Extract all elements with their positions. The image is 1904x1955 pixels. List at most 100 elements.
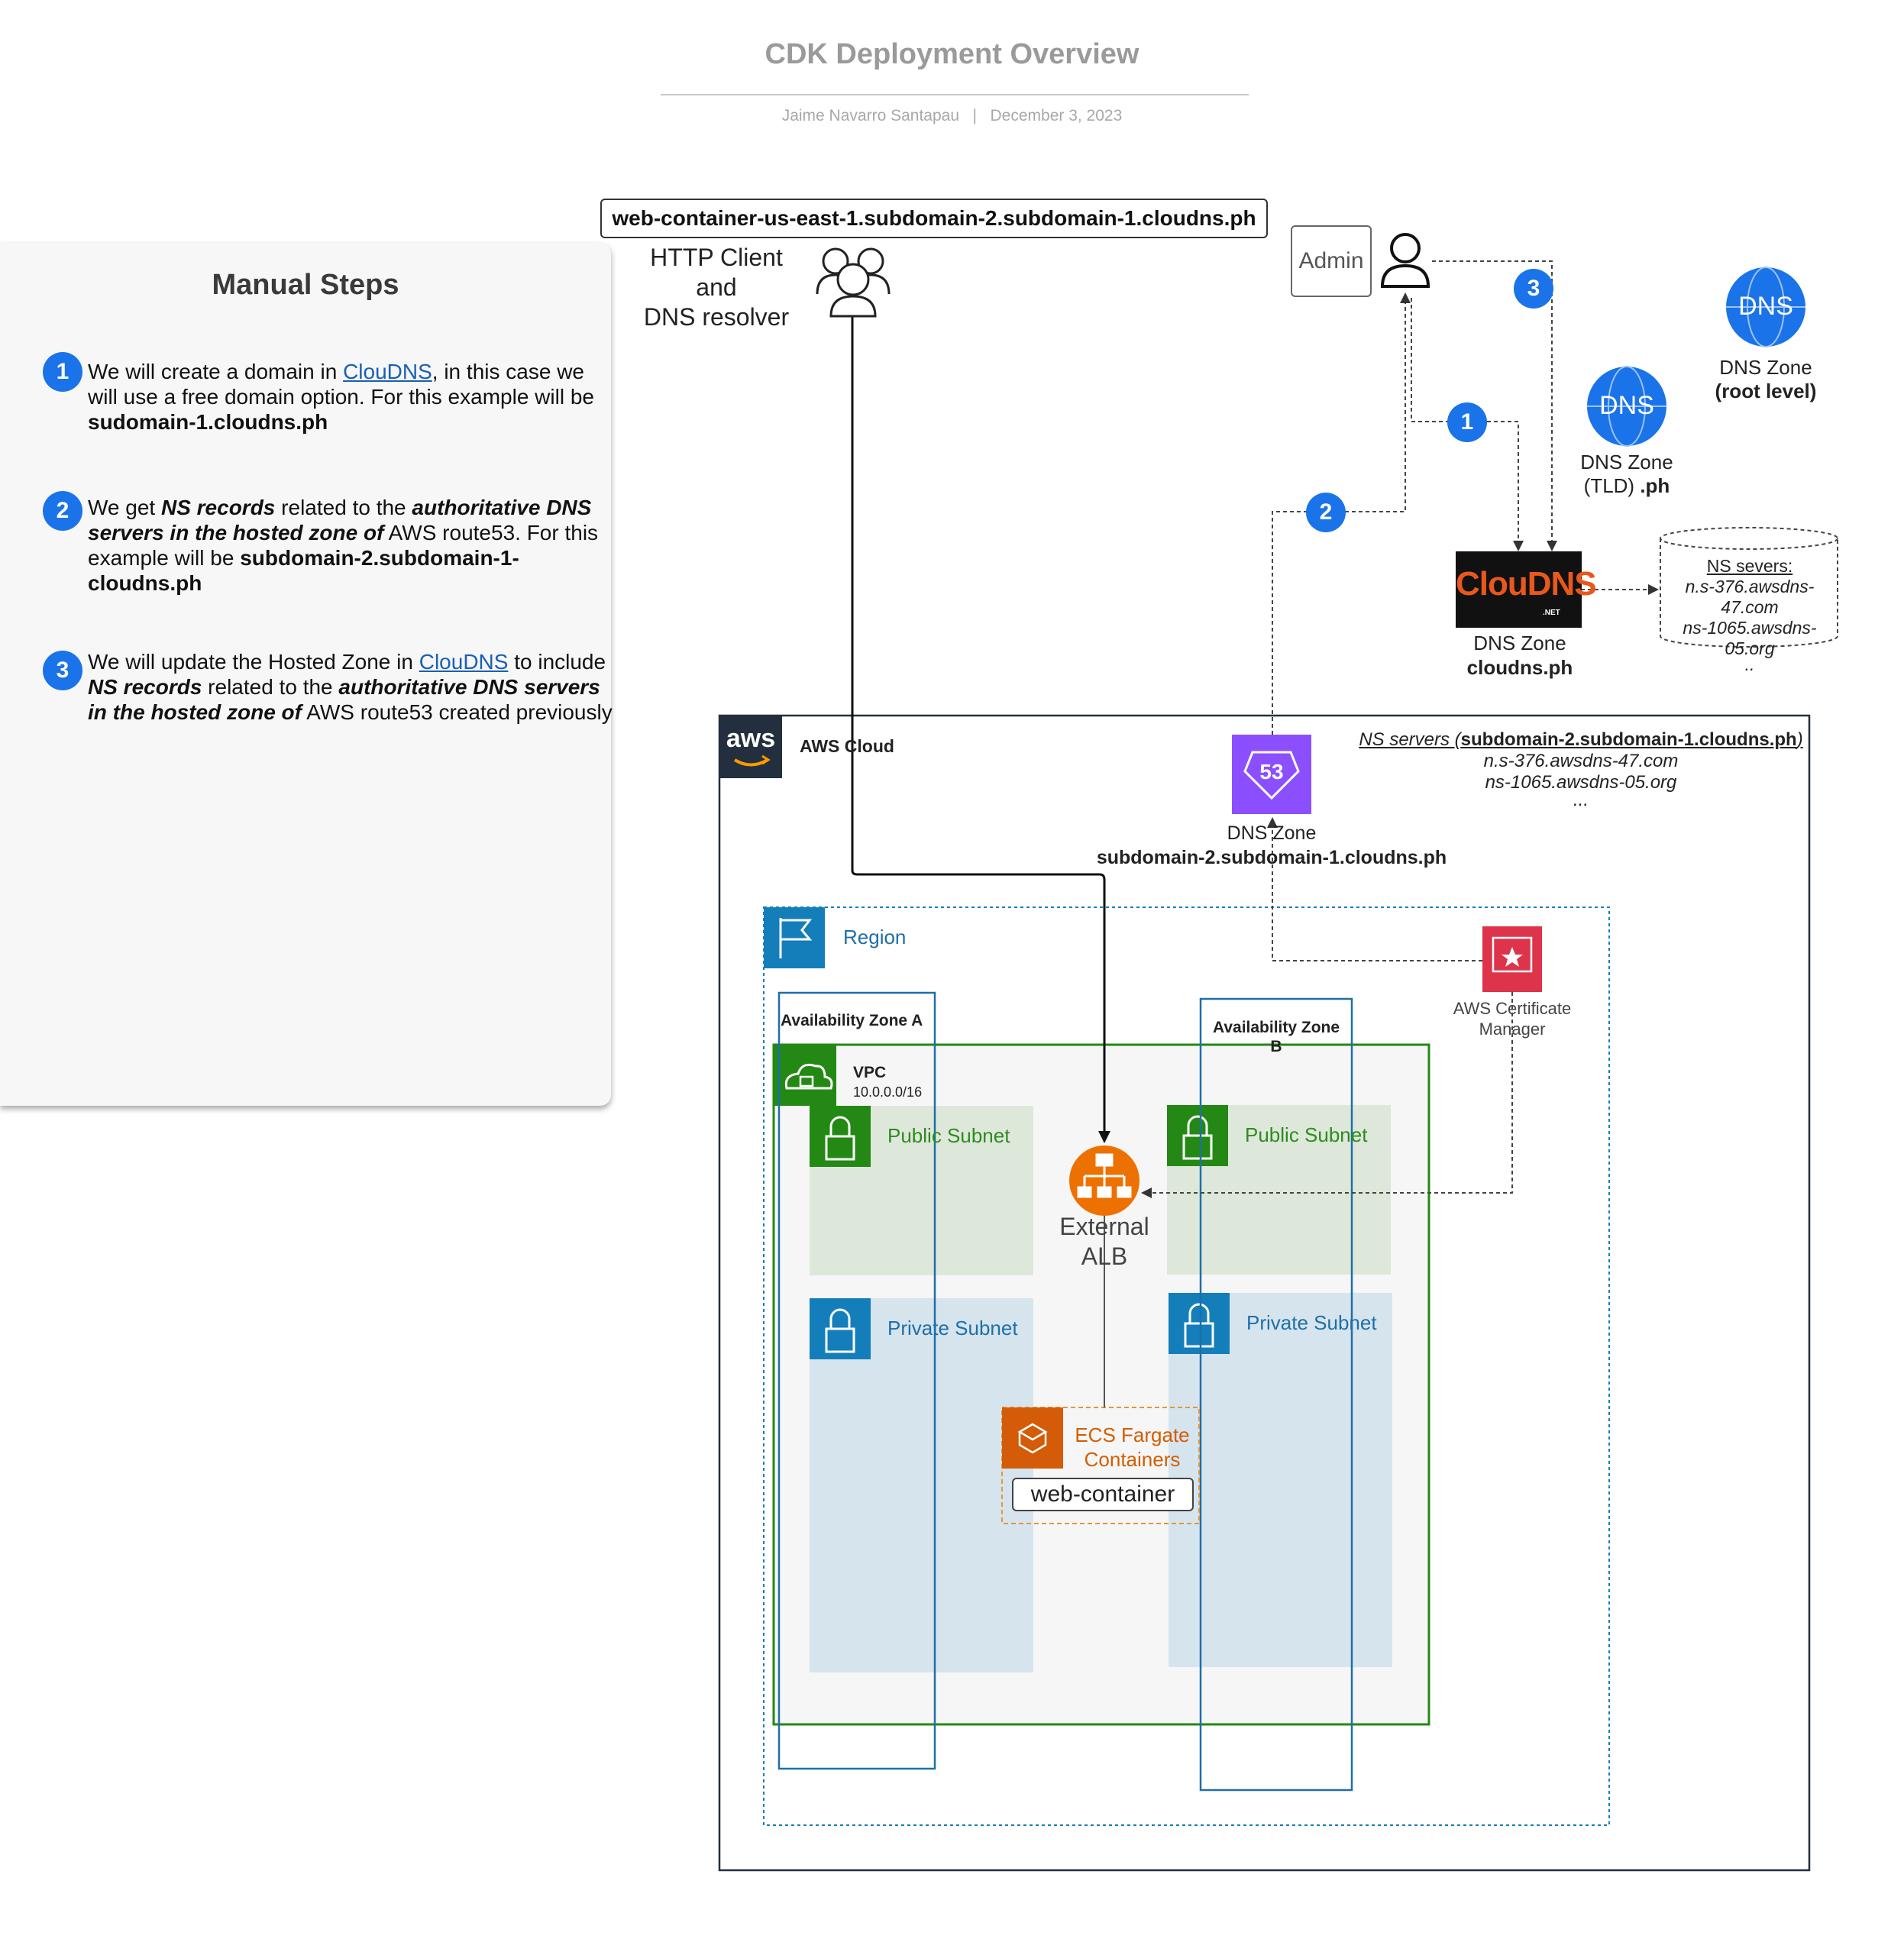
route53-line-1: DNS Zone [1227, 822, 1317, 844]
step-2-ns-records: NS records [160, 496, 276, 519]
cert-route53-arrow [1267, 817, 1482, 961]
public-subnet-a-label: Public Subnet [887, 1124, 1010, 1147]
step-2-domain: subdomain-2.subdomain-1-cloudns.ph [88, 546, 519, 595]
route53-icon [1232, 735, 1311, 814]
dns-root-line-2: (root level) [1715, 380, 1817, 402]
vpc-cidr: 10.0.0.0/16 [853, 1084, 923, 1100]
dns-tld-globe-lines [1587, 366, 1666, 447]
private-subnet-b [1169, 1293, 1392, 1667]
ns-servers-label: NS servers (subdomain-2.subdomain-1.clou… [1344, 729, 1818, 810]
step-1-domain: sudomain-1.cloudns.ph [88, 410, 328, 434]
alb-line-2: ALB [1081, 1242, 1128, 1270]
ns-servers-line-3: ... [1573, 790, 1589, 810]
ns-cylinder-body [1660, 538, 1838, 648]
private-subnet-a-label: Private Subnet [887, 1317, 1018, 1339]
http-client-alb-arrow [851, 317, 1110, 1143]
route53-shield-icon [1243, 751, 1300, 800]
certificate-doc-icon [1492, 936, 1533, 973]
http-client-line-1: HTTP Client [650, 244, 783, 271]
az-b-line-2: B [1270, 1038, 1282, 1055]
http-client-users-icon [816, 247, 891, 318]
alb-label: External ALB [1028, 1212, 1181, 1272]
route53-icon-text: 53 [1259, 760, 1284, 784]
aws-logo-icon [719, 716, 782, 778]
step-1-text-b: , in this case we will use a free domain… [88, 360, 594, 409]
route53-label: DNS Zone subdomain-2.subdomain-1.cloudns… [1054, 821, 1489, 870]
ns-cylinder-line-2: ns-1065.awsdns-05.org [1683, 618, 1817, 658]
dns-tld-line-2b: .ph [1640, 474, 1670, 497]
step-2-text-a: We get [88, 496, 161, 519]
az-b-label: Availability Zone B [1201, 1018, 1352, 1056]
flag-shape-icon [779, 918, 813, 958]
step-3-authoritative: authoritative DNS servers in the hosted … [88, 675, 600, 724]
step-3-text-c: related to the [202, 675, 339, 699]
ns-cylinder-line-3: .. [1744, 654, 1755, 674]
ns-servers-suffix: ) [1796, 729, 1803, 750]
step-3-text-b: to include [508, 650, 606, 674]
step-2-text-b: related to the [275, 496, 412, 519]
diagram-badge-3: 3 [1514, 269, 1553, 309]
step-1-text: We will create a domain in ClouDNS, in t… [88, 359, 615, 435]
vpc-cloud-icon [774, 1045, 836, 1106]
step-2-text-c: AWS route53. For this example will be [88, 521, 599, 570]
cloudns-line-1: DNS Zone [1473, 632, 1566, 654]
author: Jaime Navarro Santapau [781, 107, 959, 124]
availability-zone-a [777, 991, 936, 1770]
ns-servers-prefix: NS servers ( [1359, 729, 1461, 750]
cloudns-line-2: cloudns.ph [1466, 656, 1573, 679]
ns-cylinder-line-1: n.s-376.awsdns-47.com [1685, 577, 1815, 617]
ecs-line-1: ECS Fargate [1075, 1423, 1190, 1446]
az-b-line-1: Availability Zone [1212, 1019, 1340, 1036]
cert-manager-label: AWS Certificate Manager [1436, 998, 1589, 1039]
step-1-text-a: We will create a domain in [88, 360, 344, 383]
dns-tld-label: DNS Zone (TLD) .ph [1550, 451, 1703, 498]
separator: | [972, 107, 977, 124]
ecs-cube-icon [1017, 1423, 1048, 1454]
lock-glyphs [825, 1115, 1214, 1353]
vpc-label: VPC [853, 1064, 887, 1081]
aws-logo-text: aws [726, 724, 776, 753]
http-client-label: HTTP Client and DNS resolver [625, 243, 808, 332]
step-3-text: We will update the Hosted Zone in ClouDN… [88, 649, 615, 725]
http-client-line-3: DNS resolver [643, 303, 790, 331]
cert-manager-line-2: Manager [1479, 1020, 1546, 1039]
private-subnet-b-label: Private Subnet [1246, 1311, 1377, 1334]
region-boundary [763, 906, 1610, 1826]
region-label: Region [843, 926, 907, 948]
private-subnet-a [810, 1298, 1033, 1672]
cloudns-logo-text: ClouDNS [1456, 565, 1597, 603]
cloud-lock-body-icon [799, 1075, 814, 1087]
diagram-badge-2: 2 [1306, 493, 1346, 532]
ns-servers-line-2: ns-1065.awsdns-05.org [1485, 772, 1677, 793]
cloudns-logo-suffix: .NET [1543, 609, 1560, 617]
dns-tld-line-2a: (TLD) [1583, 474, 1641, 497]
certificate-star-icon [1502, 947, 1523, 967]
dns-tld-icon-text: DNS [1599, 391, 1654, 420]
cloudns-link-2[interactable]: ClouDNS [419, 650, 509, 674]
cert-manager-line-1: AWS Certificate [1453, 999, 1572, 1018]
step-3-badge: 3 [43, 651, 82, 690]
ns-servers-line-1: n.s-376.awsdns-47.com [1483, 751, 1679, 771]
ns-cylinder-top [1660, 527, 1838, 550]
aws-cloud-boundary [718, 714, 1811, 1872]
route53-line-2: subdomain-2.subdomain-1.cloudns.ph [1096, 847, 1447, 868]
cloudns-label: DNS Zone cloudns.ph [1436, 631, 1604, 680]
manual-steps-panel [0, 243, 611, 1106]
ecs-label: ECS Fargate Containers [1069, 1423, 1195, 1472]
web-container-box: web-container [1012, 1478, 1194, 1511]
public-subnet-b-label: Public Subnet [1245, 1123, 1368, 1146]
az-a-label: Availability Zone A [781, 1012, 923, 1029]
cloud-lock-icon [784, 1063, 833, 1090]
ecs-line-2: Containers [1084, 1448, 1181, 1471]
url-box: web-container-us-east-1.subdomain-2.subd… [600, 199, 1268, 238]
cloudns-link-1[interactable]: ClouDNS [343, 360, 432, 383]
dns-root-label: DNS Zone (root level) [1680, 356, 1851, 403]
ecs-fargate-icon [1002, 1407, 1063, 1469]
dns-root-globe-lines [1726, 267, 1805, 347]
dns-tld-line-1: DNS Zone [1580, 451, 1673, 473]
date: December 3, 2023 [990, 107, 1123, 124]
admin-cloudns-step3-arrow [1432, 260, 1557, 551]
dns-root-line-1: DNS Zone [1719, 356, 1812, 379]
